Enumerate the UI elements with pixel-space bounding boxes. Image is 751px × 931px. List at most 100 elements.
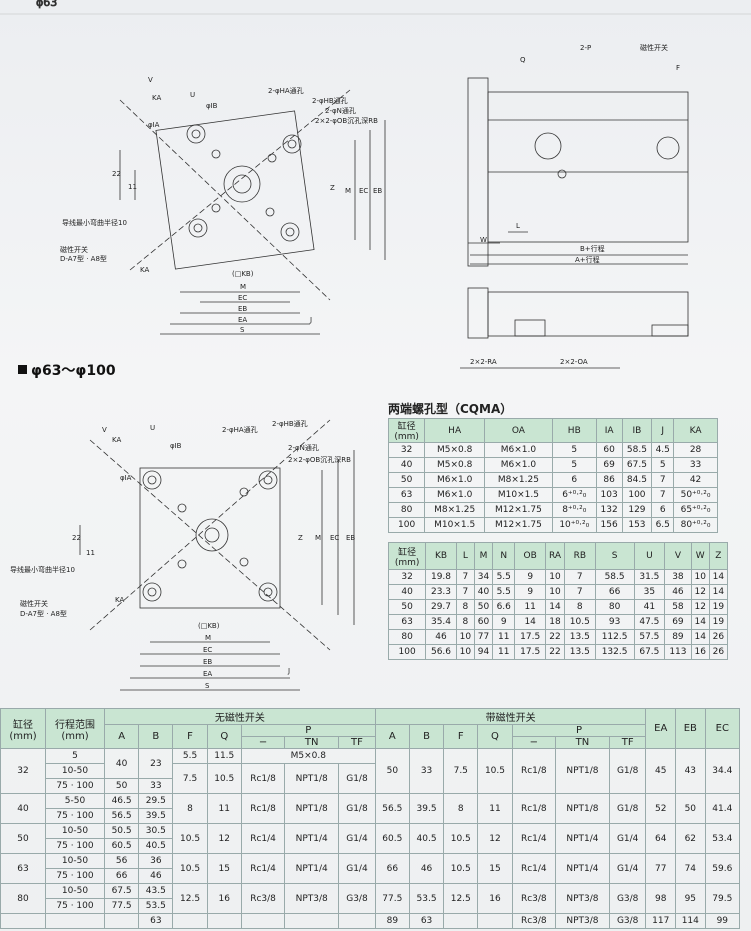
tf-cell: G1/8 [338, 763, 376, 794]
mag-ea-cell: 64 [645, 823, 677, 854]
a-cell: 60.5 [103, 838, 140, 854]
stroke-cell: 75 · 100 [45, 838, 105, 854]
mag-eb-cell: 74 [675, 853, 706, 884]
nomag-dash-cell: Rc1/8 [240, 793, 286, 824]
t3-h-a2: A [374, 724, 410, 749]
t2-header-cell: V [664, 542, 692, 570]
a-cell: 50.5 [103, 823, 140, 839]
cqma-title: 两端螺孔型（CQMA） [388, 402, 513, 416]
table-cell: 9 [492, 614, 516, 630]
table-cell: 63 [387, 487, 426, 503]
mag-eb-cell: 95 [675, 883, 706, 914]
table-cell: 69 [664, 614, 692, 630]
table-cell: 22 [545, 644, 565, 660]
table-cell: 7 [651, 472, 675, 488]
side-label-switch: 磁性开关 [640, 43, 668, 52]
table-cell: 9 [514, 569, 546, 585]
t3-h-tn: TN [284, 736, 340, 749]
a-cell: 40 [103, 748, 140, 779]
table-cell: M12×1.75 [484, 502, 553, 518]
table-cell: 132.5 [594, 644, 635, 660]
table-cell: 80⁺⁰·²₀ [673, 517, 718, 533]
t2-header-cell: KB [425, 542, 457, 570]
label2-ea: EA [203, 670, 212, 678]
table-cell: 23.3 [425, 584, 457, 600]
table-cell: 14 [708, 569, 729, 585]
mag-ea-cell: 98 [645, 883, 677, 914]
bore-cell: 63 [0, 853, 46, 884]
label-ob: 2×2-φOB沉孔深RB [315, 116, 378, 125]
table-cell: 10 [545, 569, 565, 585]
table-cell: 6 [651, 502, 675, 518]
mag-ea-cell: 52 [645, 793, 677, 824]
nomag-q-cell: 11 [206, 793, 242, 824]
label2-m: M [315, 534, 321, 542]
t2-header-cell: 缸径 (mm) [387, 542, 427, 570]
table-cell: 89 [664, 629, 692, 645]
table-cell: 31.5 [633, 569, 666, 585]
side-label-f: F [676, 64, 680, 72]
b-cell: 53.5 [138, 898, 174, 914]
table-cell: 4.5 [651, 442, 675, 458]
mag-a-cell: 89 [374, 913, 410, 929]
table-cell: 5.5 [492, 584, 516, 600]
label2-ib: φIB [170, 442, 182, 450]
b-cell: 39.5 [138, 808, 174, 824]
table-cell: 93 [594, 614, 635, 630]
mag-tn-cell: NPT1/8 [554, 748, 610, 794]
a-cell: 66 [103, 868, 140, 884]
label-ec2: EC [238, 294, 247, 302]
b-cell: 43.5 [138, 883, 174, 899]
stroke-cell: 10-50 [45, 763, 105, 779]
table-cell: 14 [690, 614, 710, 630]
table-cell: 63 [387, 614, 427, 630]
a-cell: 67.5 [103, 883, 140, 899]
table-cell: 16 [690, 644, 710, 660]
nomag-tf-cell: G3/8 [338, 883, 376, 914]
mag-f-cell [443, 913, 479, 929]
table-cell: 13.5 [563, 629, 596, 645]
label2-22: 22 [72, 534, 81, 542]
side-label-w: W [480, 236, 487, 244]
t3-h-q2: Q [477, 724, 513, 749]
table-cell: 156 [595, 517, 623, 533]
t3-h-dash2: − [511, 736, 556, 749]
label2-hb: 2-φHB通孔 [272, 419, 308, 428]
table-cell: 10 [455, 644, 475, 660]
table-cell: 50 [387, 599, 427, 615]
t3-header-eb: EB [675, 708, 706, 749]
t2-header-cell: W [690, 542, 710, 570]
mag-dash-cell: Rc3/8 [511, 883, 556, 914]
label2-ec: EC [330, 534, 339, 542]
side-label-p: 2-P [580, 44, 591, 52]
table-cell: 80 [387, 629, 427, 645]
t3-h-b2: B [408, 724, 445, 749]
table-cell: 58 [664, 599, 692, 615]
table-cell: 26 [708, 644, 729, 660]
mag-f-cell: 7.5 [443, 748, 479, 794]
mag-f-cell: 12.5 [443, 883, 479, 914]
label2-v: V [102, 426, 107, 434]
mag-q-cell: 10.5 [477, 748, 513, 794]
mag-eb-cell: 43 [675, 748, 706, 794]
mag-ea-cell: 45 [645, 748, 677, 794]
stroke-cell [45, 913, 105, 929]
b-cell: 36 [138, 853, 174, 869]
label-n: 2-φN通孔 [325, 106, 356, 115]
table-cell: M6×1.0 [484, 457, 553, 473]
table-cell: 65⁺⁰·²₀ [673, 502, 718, 518]
mag-q-cell: 15 [477, 853, 513, 884]
label2-ec2: EC [203, 646, 212, 654]
top-fragment-text: φ63 [36, 0, 57, 9]
bore-cell: 50 [0, 823, 46, 854]
nomag-tf-cell: G1/4 [338, 853, 376, 884]
mag-a-cell: 56.5 [374, 793, 410, 824]
table-cell: 50 [387, 472, 426, 488]
mag-f-cell: 8 [443, 793, 479, 824]
mag-eb-cell: 114 [675, 913, 706, 929]
nomag-tn-cell [284, 913, 340, 929]
